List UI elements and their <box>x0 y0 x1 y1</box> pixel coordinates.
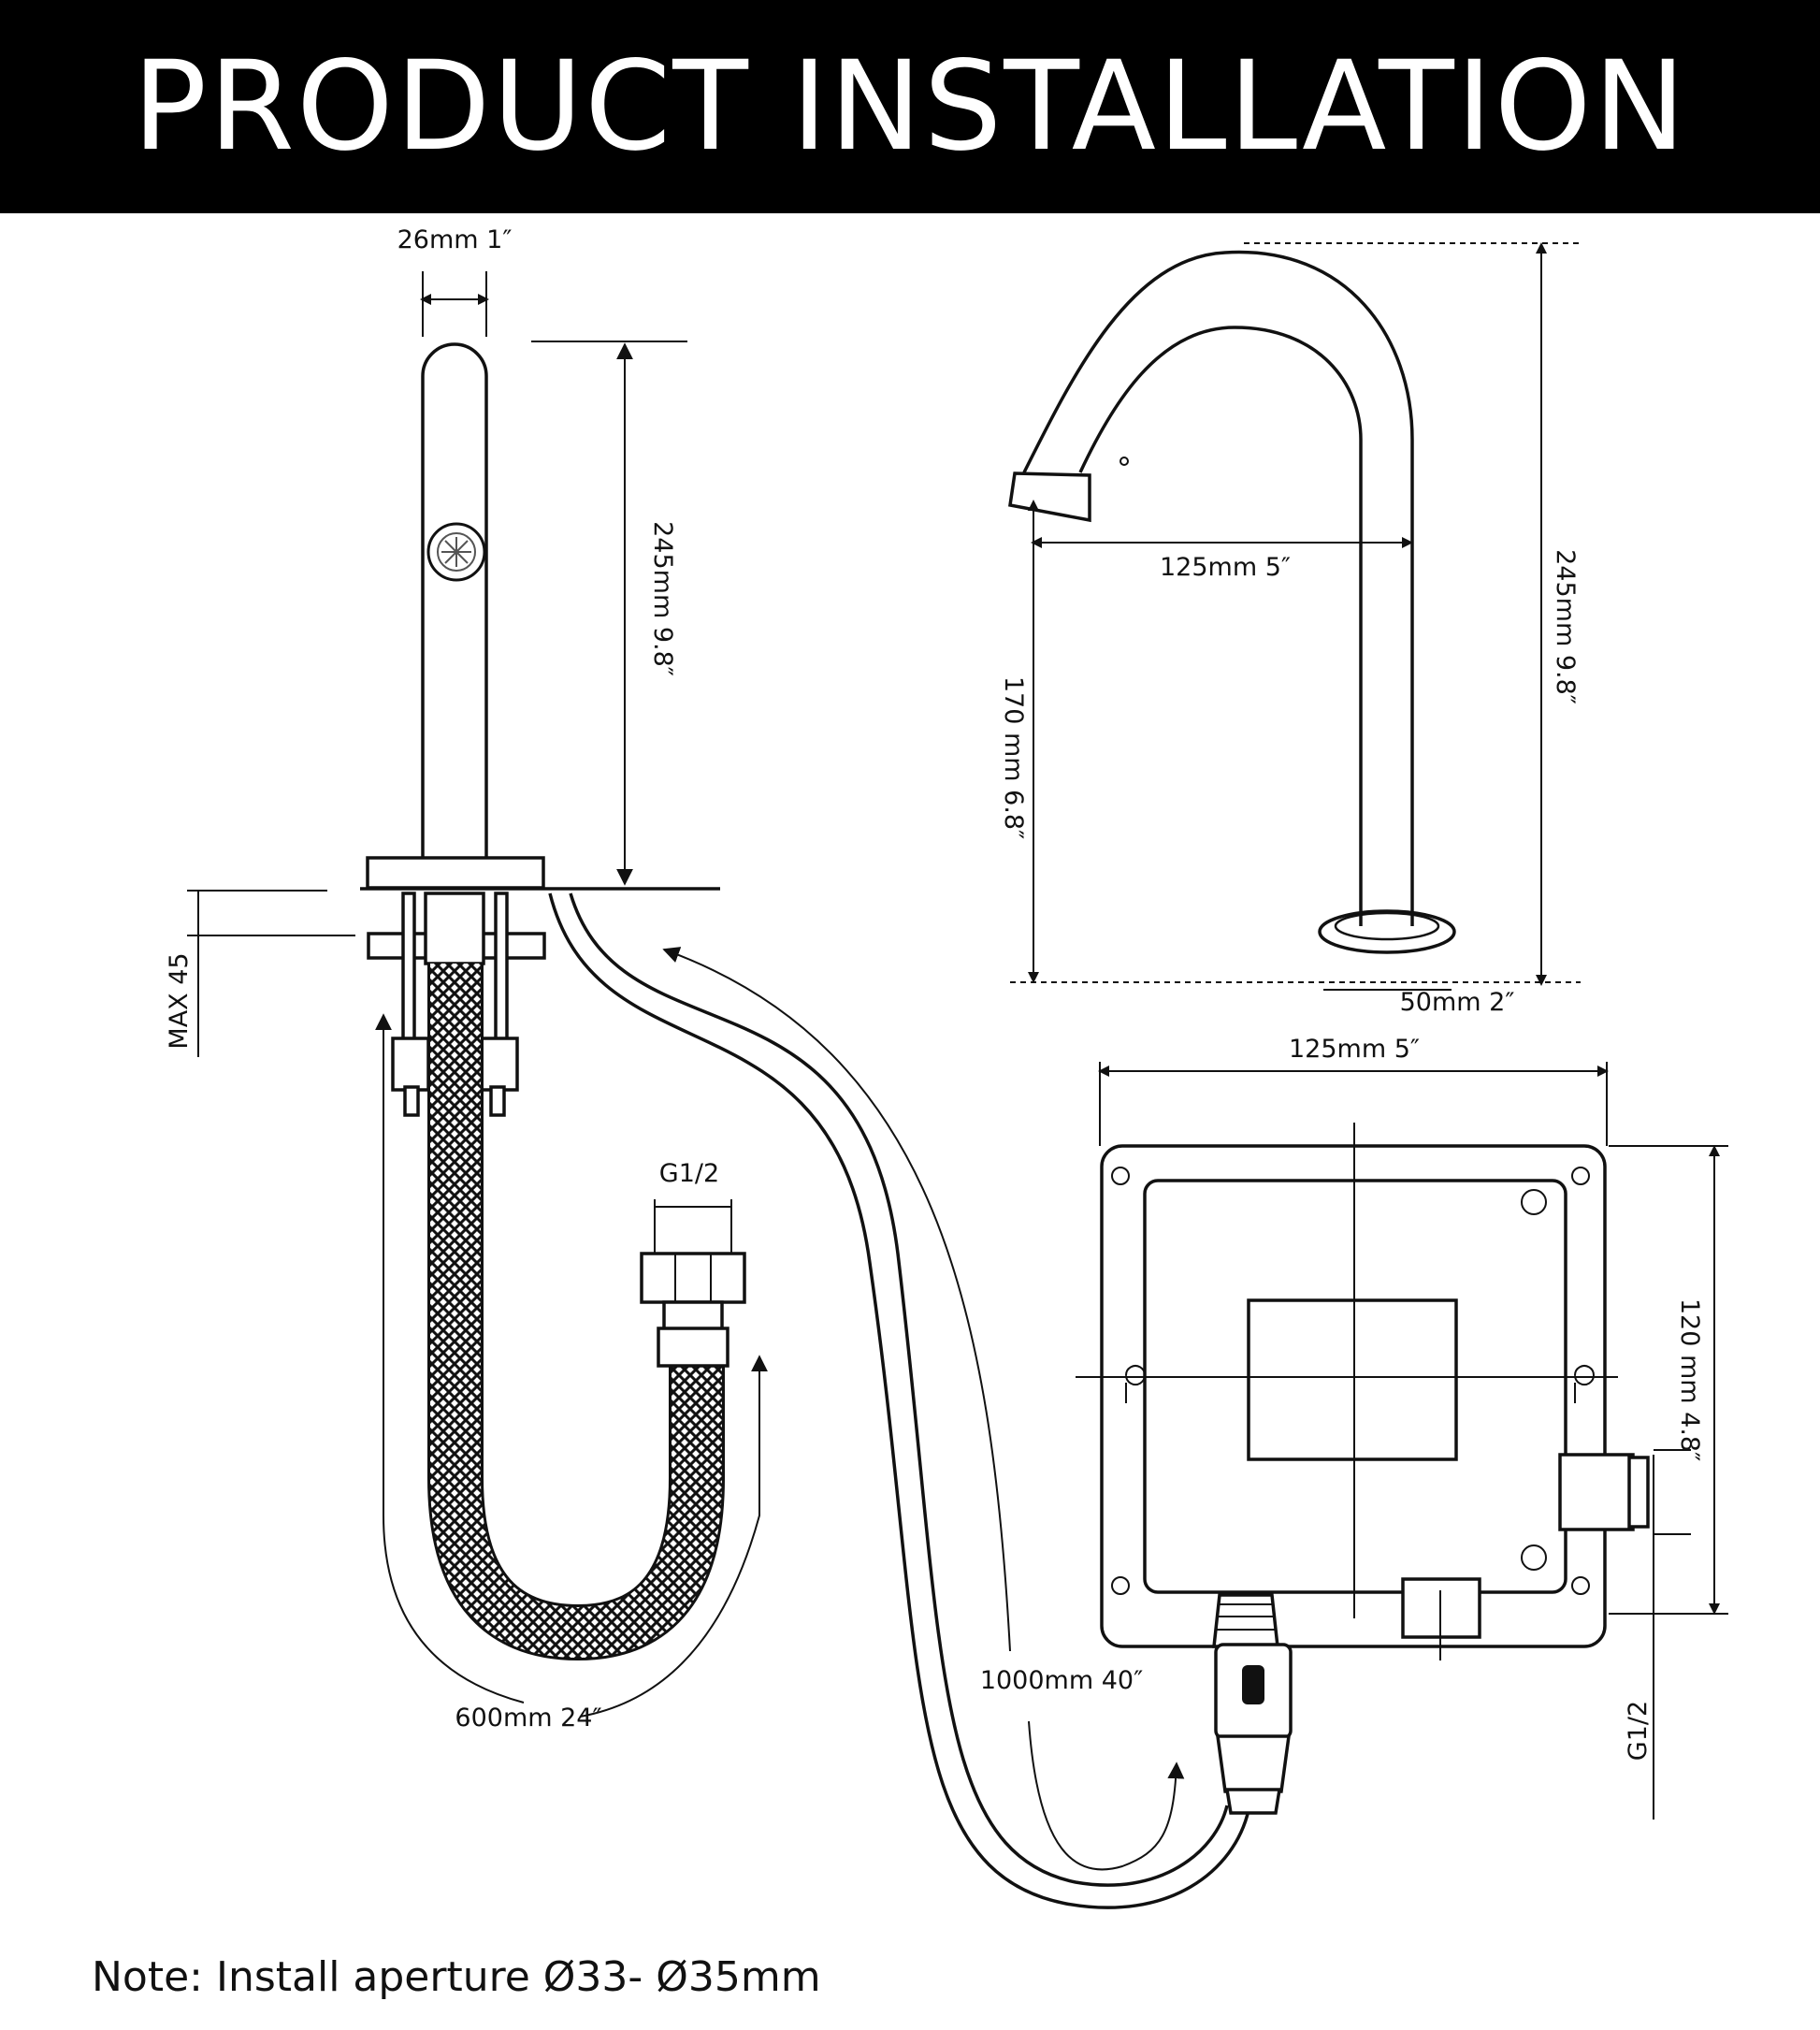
straight-spout <box>366 342 545 890</box>
spout-reach-label: 125mm 5″ <box>1160 553 1291 582</box>
sensor-cable <box>548 892 1250 1909</box>
installation-diagram: 26mm 1″ 245mm 9.8″ 245mm 9.8″ 125mm 5″ 1… <box>165 225 1728 1909</box>
hose-fitting <box>640 1252 746 1368</box>
installation-note: Note: Install aperture Ø33- Ø35mm <box>92 1953 821 2001</box>
countertop <box>187 887 720 1117</box>
base-diameter-label: 50mm 2″ <box>1400 988 1515 1017</box>
header-banner: PRODUCT INSTALLATION <box>0 0 1820 213</box>
hose-length-label: 600mm 24″ <box>455 1704 601 1733</box>
flow-arrows <box>375 947 1185 1871</box>
cable-length-label: 1000mm 40″ <box>980 1666 1143 1695</box>
box-width-label: 125mm 5″ <box>1289 1035 1420 1064</box>
sensor-icon <box>426 522 486 582</box>
spout-height-right-label: 245mm 9.8″ <box>1551 549 1580 704</box>
curved-spout <box>1008 250 1456 954</box>
hose-thread-label: G1/2 <box>659 1159 719 1188</box>
page-title: PRODUCT INSTALLATION <box>132 35 1688 179</box>
dimension-lines <box>197 242 1728 1820</box>
braided-hose <box>427 964 725 1661</box>
outlet-height-label: 170 mm 6.8″ <box>999 676 1028 839</box>
box-thread-label: G1/2 <box>1624 1701 1653 1761</box>
max-thickness-label: MAX 45 <box>165 952 194 1049</box>
cable-connector <box>1212 1593 1293 1815</box>
spout-width-label: 26mm 1″ <box>397 225 513 254</box>
control-box <box>1076 1123 1650 1660</box>
box-height-label: 120 mm 4.8″ <box>1675 1298 1704 1461</box>
spout-height-left-label: 245mm 9.8″ <box>648 521 677 676</box>
